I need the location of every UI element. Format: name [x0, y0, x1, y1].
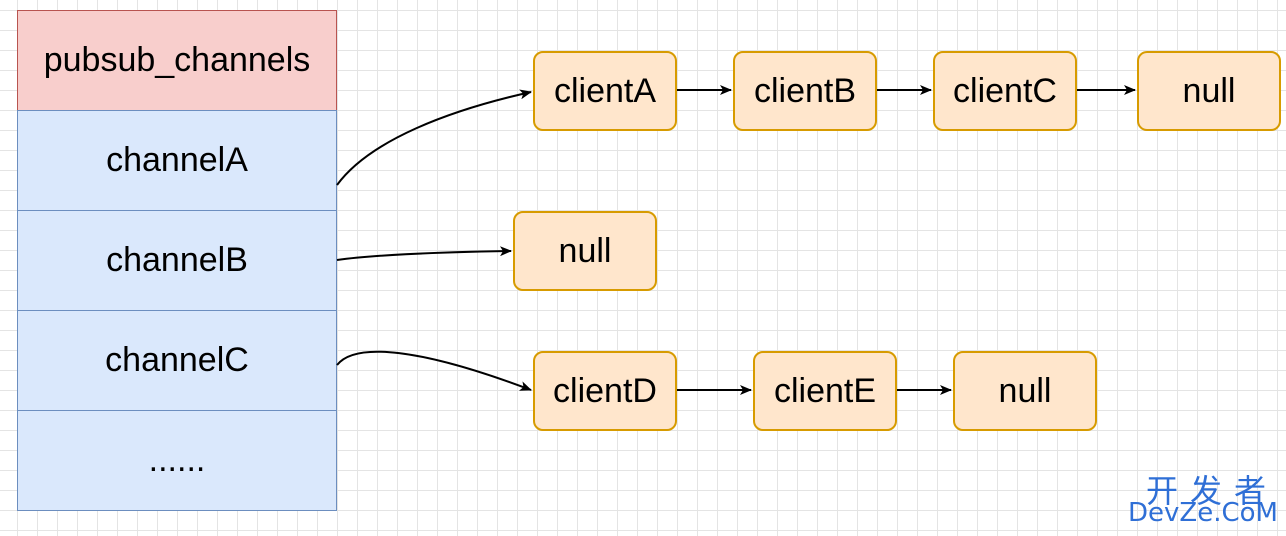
table-row-channel-c: channelC: [17, 310, 337, 411]
edge-channel-a-to-client-a: [336, 89, 532, 186]
table-row-channel-b: channelB: [17, 210, 337, 311]
node-client-c: clientC: [933, 51, 1077, 131]
node-null-b: null: [513, 211, 657, 291]
node-client-a: clientA: [533, 51, 677, 131]
table-header-label: pubsub_channels: [43, 41, 311, 79]
node-label: clientE: [773, 371, 877, 410]
edge-channel-c-to-client-d: [336, 350, 532, 391]
node-client-d: clientD: [533, 351, 677, 431]
node-label: clientA: [553, 71, 657, 110]
node-null-a: null: [1137, 51, 1281, 131]
table-row-label: ......: [148, 441, 206, 479]
node-label: null: [558, 231, 612, 270]
table-row-label: channelA: [106, 141, 248, 179]
node-client-b: clientB: [733, 51, 877, 131]
node-label: null: [1182, 71, 1236, 110]
watermark-en: DevZe.CoM: [1128, 498, 1278, 528]
node-client-e: clientE: [753, 351, 897, 431]
node-label: null: [998, 371, 1052, 410]
edge-channel-b-to-null: [336, 246, 512, 261]
node-label: clientD: [553, 371, 657, 410]
node-label: clientC: [953, 71, 1057, 110]
watermark-cn: 开发者: [1145, 472, 1278, 510]
table-header: pubsub_channels: [17, 10, 337, 111]
node-null-c: null: [953, 351, 1097, 431]
table-row-label: channelB: [106, 241, 248, 279]
table-row-ellipsis: ......: [17, 410, 337, 511]
node-label: clientB: [753, 71, 857, 110]
table-row-label: channelC: [105, 341, 249, 379]
